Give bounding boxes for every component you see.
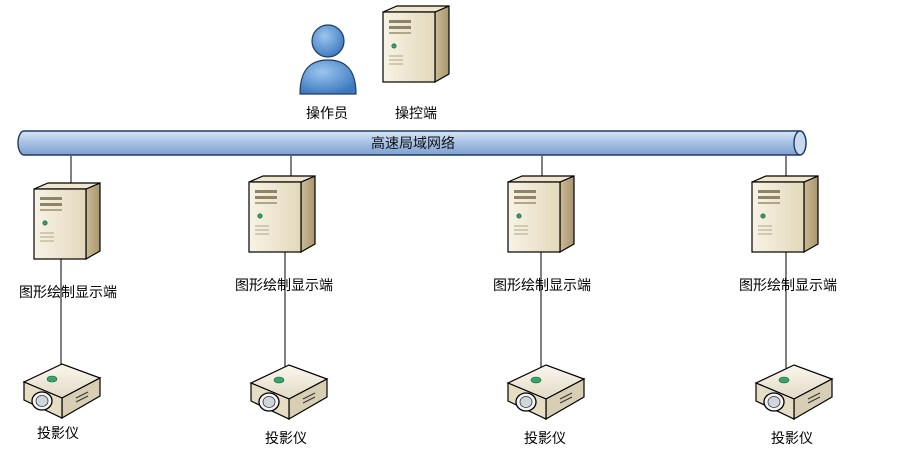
projector-icon bbox=[507, 364, 585, 420]
console-server-icon bbox=[382, 5, 450, 83]
render-node-label: 图形绘制显示端 bbox=[235, 278, 333, 294]
render-node-label: 图形绘制显示端 bbox=[19, 285, 117, 301]
projector-label: 投影仪 bbox=[771, 431, 813, 447]
render-server-icon bbox=[248, 175, 316, 253]
operator-label: 操作员 bbox=[306, 106, 348, 122]
projector-label: 投影仪 bbox=[524, 431, 566, 447]
projector-icon bbox=[755, 364, 833, 420]
projector-label: 投影仪 bbox=[265, 431, 307, 447]
console-label: 操控端 bbox=[395, 106, 437, 122]
operator-person-icon bbox=[299, 24, 357, 95]
render-server-icon bbox=[33, 182, 101, 260]
render-node-label: 图形绘制显示端 bbox=[493, 278, 591, 294]
network-label: 高速局域网络 bbox=[371, 135, 455, 152]
render-server-icon bbox=[751, 175, 819, 253]
render-node-label: 图形绘制显示端 bbox=[739, 278, 837, 294]
network-bus bbox=[17, 130, 807, 156]
projector-label: 投影仪 bbox=[37, 426, 79, 442]
projector-icon bbox=[250, 364, 328, 420]
render-server-icon bbox=[507, 175, 575, 253]
projector-icon bbox=[23, 363, 101, 419]
